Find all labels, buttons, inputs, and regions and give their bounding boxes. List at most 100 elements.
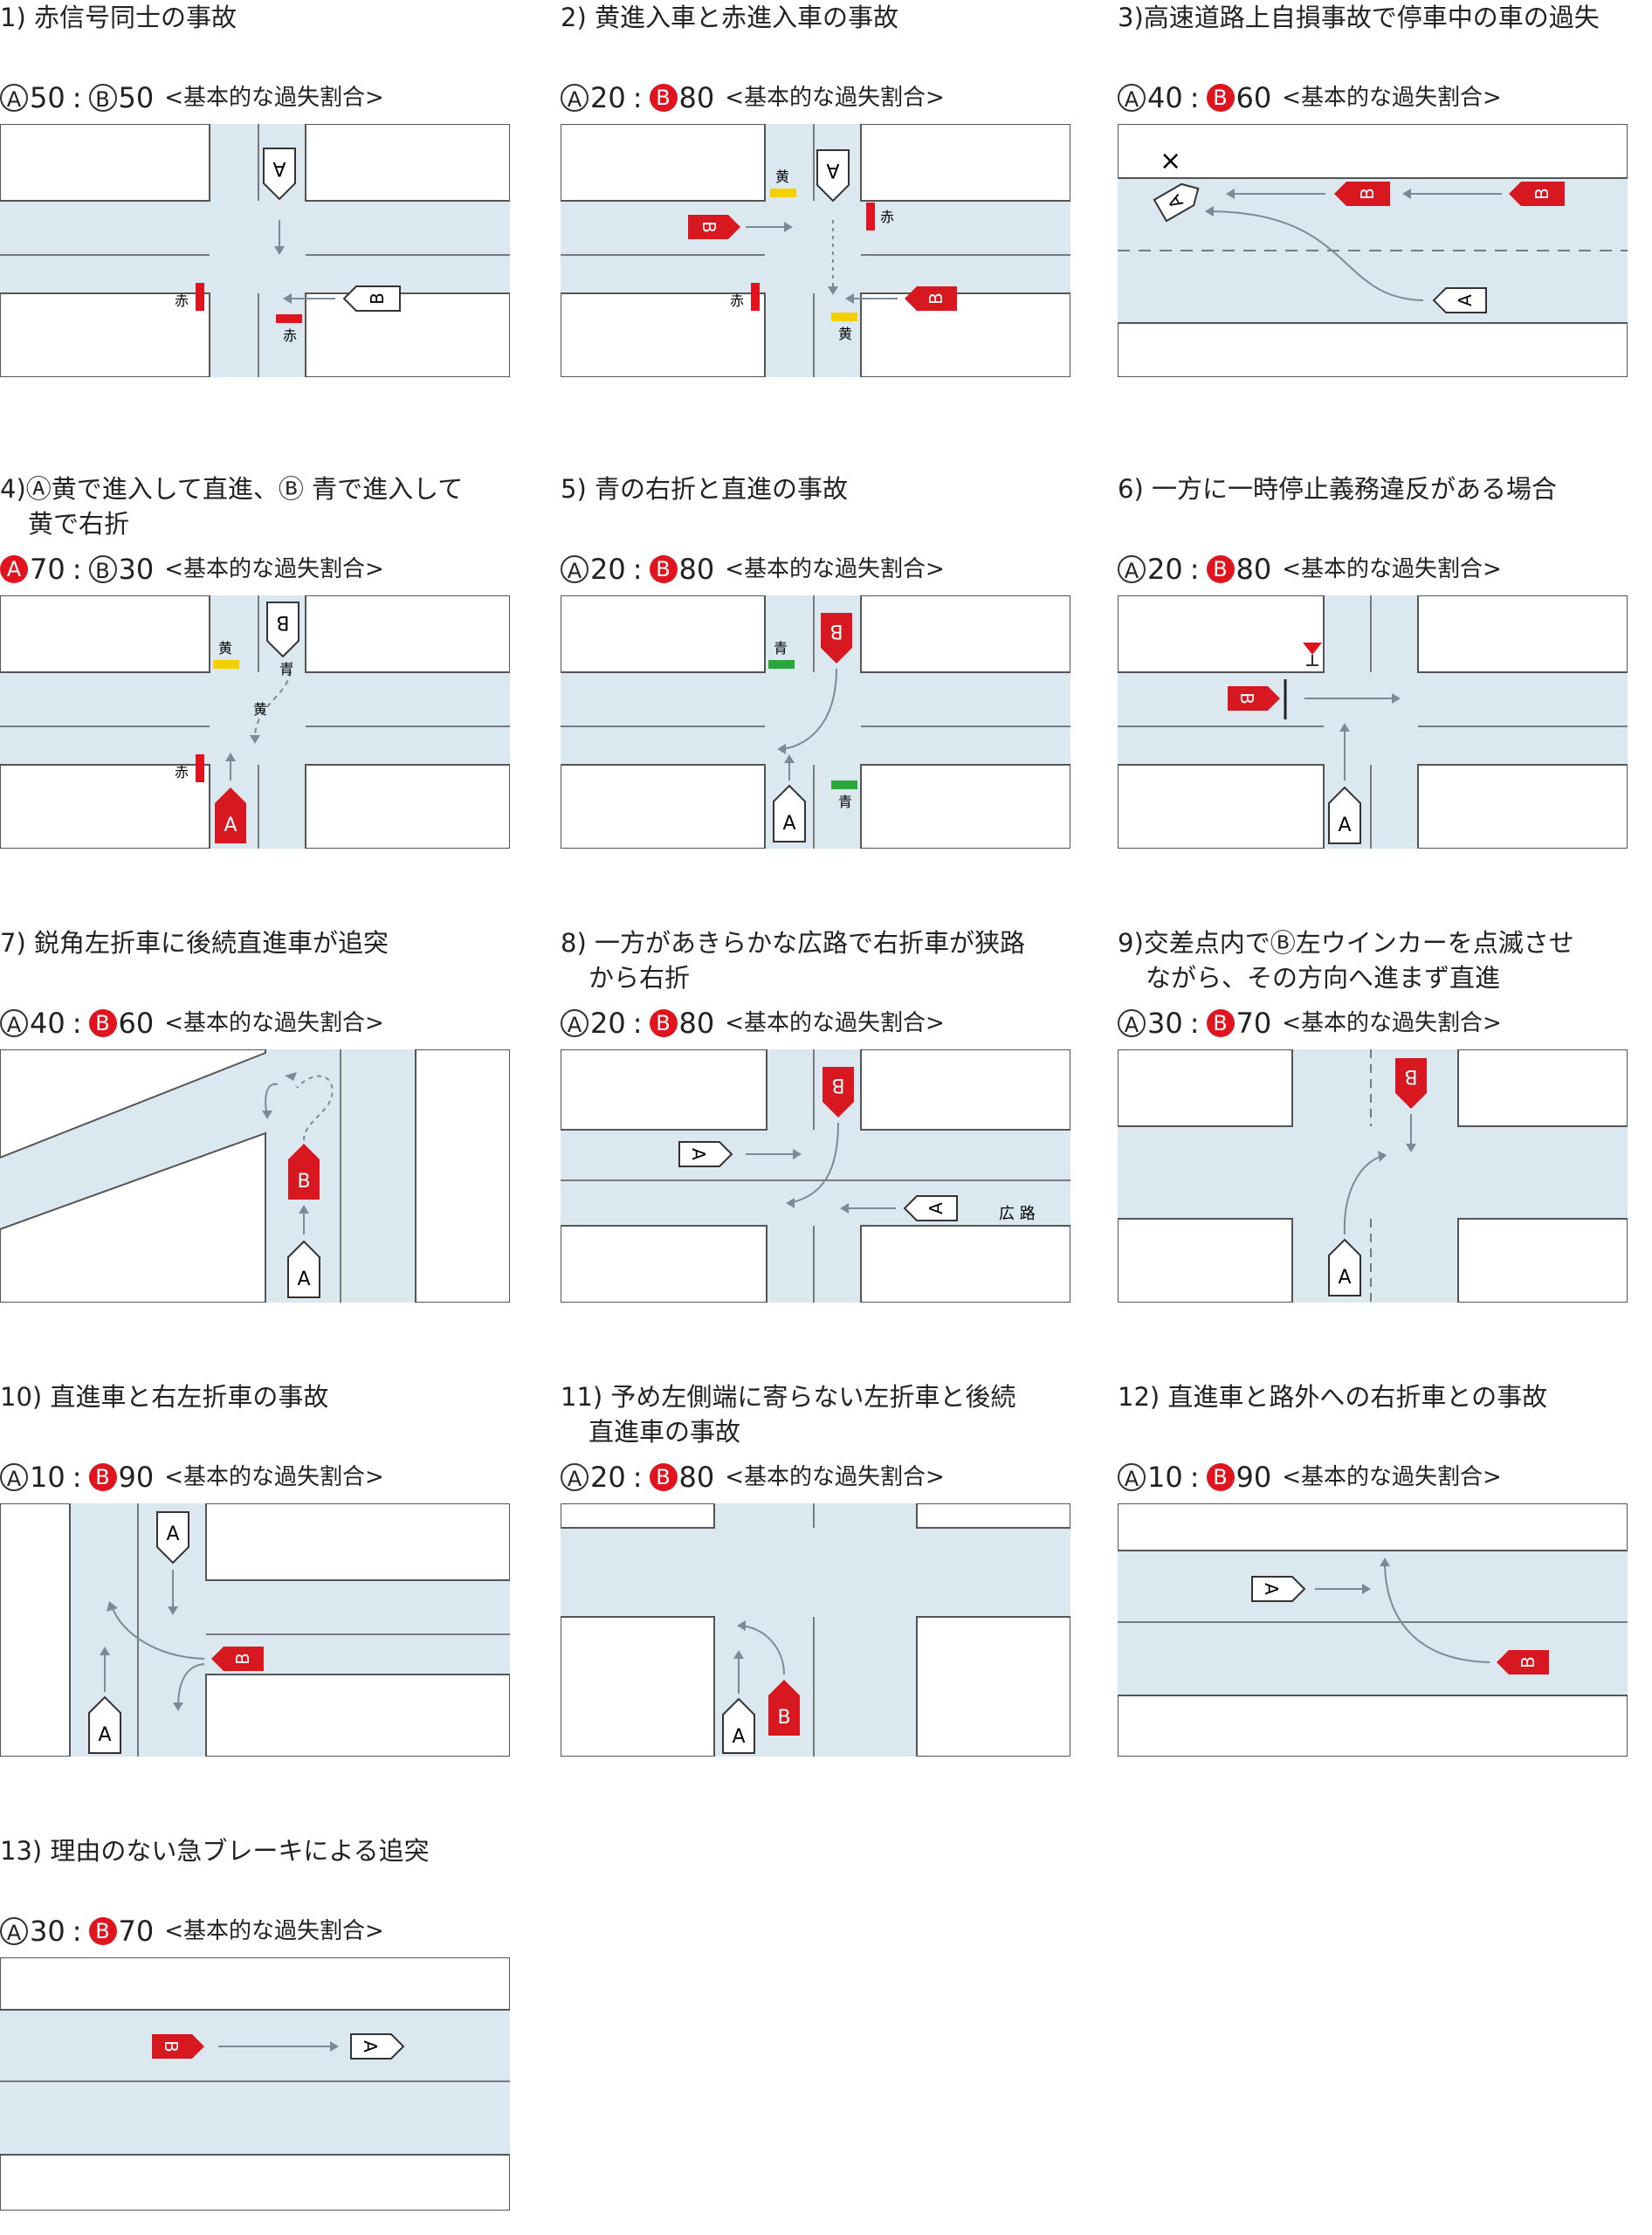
accident-diagram-11: B A (561, 1503, 1070, 1757)
panel-title: 6) 一方に一時停止義務違反がある場合 (1118, 471, 1557, 506)
car-b-badge: B (88, 84, 117, 112)
diagram-label: 黄 (775, 168, 789, 185)
diagram-label: × (1160, 146, 1181, 176)
ratio-value: 80 (678, 1461, 715, 1494)
panel-title-line: 黄で右折 (28, 509, 130, 539)
basic-ratio-note: <基本的な過失割合> (1282, 556, 1502, 582)
car-b-left: B (688, 215, 740, 239)
basic-ratio-note: <基本的な過失割合> (164, 1010, 384, 1036)
accident-diagram-6: B A (1118, 595, 1628, 849)
car-a: A (350, 2033, 405, 2060)
car-a-badge: A (0, 555, 28, 583)
diagram-label: 黄 (218, 640, 232, 657)
car-b: B (288, 1144, 320, 1200)
panel-title-line: 2) 黄進入車と赤進入車の事故 (561, 3, 898, 32)
diagram-label: 赤 (283, 327, 297, 344)
diagram-label: B (1357, 188, 1378, 200)
diagram-label: A (1455, 294, 1476, 306)
diagram-label: B (297, 1171, 310, 1193)
car-b: B (211, 1647, 264, 1671)
ratio-value: 40 (30, 1007, 65, 1040)
panel-title: 10) 直進車と右左折車の事故 (0, 1379, 328, 1414)
ratio-value: 20 (590, 1007, 626, 1040)
diagram-label: B (1532, 188, 1552, 200)
accident-diagram-8: B A A 広 路 (561, 1049, 1070, 1303)
ratio-value: 50 (30, 81, 65, 114)
ratio-separator: : (1189, 553, 1200, 586)
ratio-separator: : (632, 81, 643, 114)
diagram-label: B (161, 2040, 182, 2053)
car-b: B (266, 602, 299, 658)
diagram-label: A (688, 1148, 709, 1160)
car-b-badge: B (1206, 555, 1235, 583)
diagram-label: 赤 (880, 209, 894, 225)
diagram-label: B (1518, 1656, 1538, 1668)
diagram-label: A (360, 2040, 381, 2053)
ratio-value: 20 (590, 81, 626, 114)
basic-ratio-note: <基本的な過失割合> (164, 556, 384, 582)
car-b-badge: B (649, 1009, 678, 1037)
car-a-badge: A (0, 1463, 28, 1491)
car-b: B (1228, 686, 1280, 711)
diagram-label: 赤 (175, 292, 189, 309)
ratio-value: 80 (678, 1007, 715, 1040)
basic-ratio-note: <基本的な過失割合> (725, 85, 945, 111)
car-b-badge: B (1206, 1009, 1235, 1037)
basic-ratio-note: <基本的な過失割合> (725, 1464, 945, 1490)
panel-title-line: 5) 青の右折と直進の事故 (561, 474, 848, 504)
ratio-separator: : (72, 553, 82, 586)
car-a-badge: A (0, 84, 28, 112)
accident-diagram-13: B A (0, 1957, 510, 2211)
ratio-value: 30 (118, 553, 155, 586)
car-a: A (1328, 786, 1361, 844)
car-b-badge: B (88, 1009, 117, 1037)
basic-ratio-note: <基本的な過失割合> (1282, 85, 1502, 111)
ratio-value: 20 (1147, 553, 1183, 586)
panel-title-line: 9)交差点内でⒷ左ウインカーを点滅させ (1118, 928, 1574, 958)
ratio-separator: : (72, 1007, 82, 1040)
car-a-1: A (156, 1511, 189, 1564)
diagram-label: A (297, 1269, 310, 1290)
panel-title: 12) 直進車と路外への右折車との事故 (1118, 1379, 1547, 1414)
diagram-label: B (1236, 692, 1257, 705)
diagram-label: B (829, 620, 843, 642)
panel-title: 9)交差点内でⒷ左ウインカーを点滅させながら、その方向へ進まず直進 (1118, 925, 1574, 995)
ratio-separator: : (72, 1461, 82, 1494)
car-b-badge: B (88, 1917, 117, 1945)
car-b: B (1497, 1650, 1549, 1675)
car-b: B (768, 1680, 800, 1736)
accident-diagram-12: A B (1118, 1503, 1628, 1757)
basic-ratio-note: <基本的な過失割合> (164, 1918, 384, 1944)
car-b: B (823, 1067, 854, 1118)
accident-diagram-2: A B B 黄 黄 赤 赤 (561, 124, 1070, 377)
car-a-badge: A (561, 84, 589, 112)
car-a-badge: A (1118, 84, 1146, 112)
diagram-label: A (272, 157, 286, 179)
accident-diagram-9: B A (1118, 1049, 1628, 1303)
panel-title-line: 11) 予め左側端に寄らない左折車と後続 (561, 1382, 1016, 1412)
car-b: B (152, 2034, 204, 2059)
red-signal (276, 314, 302, 323)
diagram-label: A (224, 815, 237, 836)
ratio-separator: : (72, 1915, 82, 1948)
diagram-label: A (166, 1523, 179, 1545)
car-a: A (816, 149, 850, 203)
stop-sign-icon (1303, 643, 1322, 655)
panel-title: 5) 青の右折と直進の事故 (561, 471, 848, 506)
diagram-label: A (782, 813, 795, 835)
car-b-1: B (1334, 182, 1390, 206)
diagram-label: 青 (774, 640, 788, 657)
diagram-label: 青 (838, 794, 852, 810)
diagram-label: A (732, 1726, 745, 1748)
ratio-separator: : (1189, 81, 1200, 114)
car-a: A (263, 148, 296, 201)
car-a-badge: A (1118, 1463, 1146, 1491)
